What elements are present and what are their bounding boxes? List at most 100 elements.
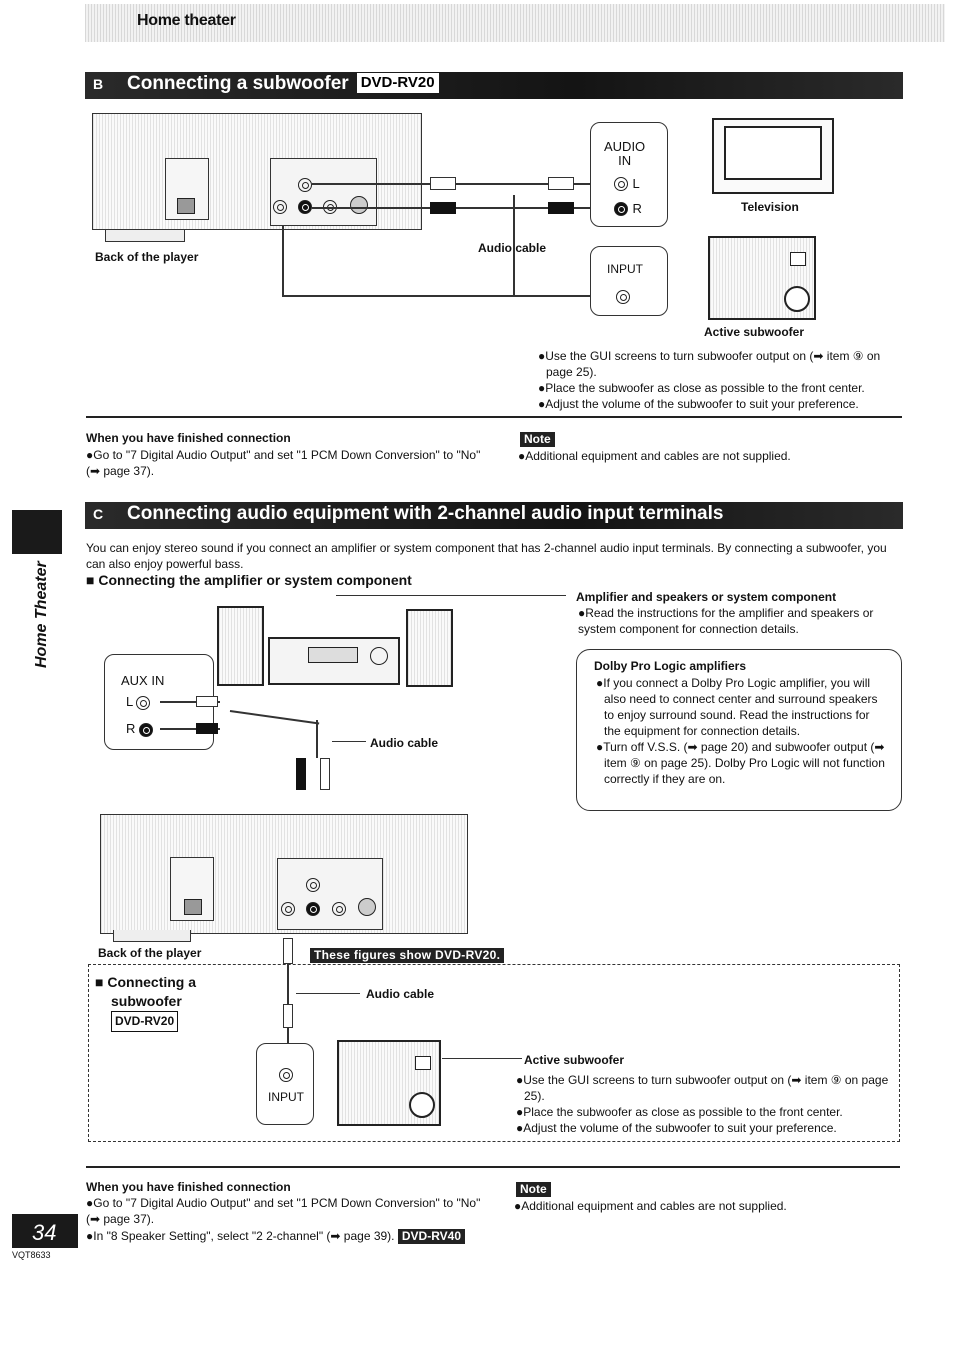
subwoofer-dashed-box [88, 964, 900, 1142]
aux-in-label: AUX IN [121, 673, 165, 688]
dolby-heading: Dolby Pro Logic amplifiers [594, 659, 747, 673]
aux-l-row: L [126, 694, 151, 710]
dolby-bullet-2: ●Turn off V.S.S. (➡ page 20) and subwoof… [596, 740, 885, 786]
c-sub-input-box [256, 1043, 314, 1125]
c-sub-bullet-3: ●Adjust the volume of the subwoofer to s… [516, 1121, 837, 1135]
b-finished-heading: When you have finished connection [86, 431, 291, 445]
tv-r-jack-icon [614, 201, 628, 216]
c-cable2-label: Audio cable [366, 987, 435, 1001]
b-bullet-1: ●Use the GUI screens to turn subwoofer o… [538, 349, 881, 379]
aux-r-label: R [126, 721, 136, 736]
dolby-box [576, 649, 902, 811]
b-sub-cable-h [282, 295, 612, 297]
c-audio-out-panel [277, 858, 383, 930]
c-finished-tag: DVD-RV40 [397, 1229, 465, 1244]
tv-l-jack-icon [614, 176, 628, 191]
c-sub2-heading-a: Connecting a [107, 974, 197, 990]
sub-input-label: INPUT [607, 262, 643, 276]
figures-note: These figures show DVD-RV20. [310, 948, 505, 963]
c-cable-label: Audio cable [370, 736, 439, 750]
c-player-label: Back of the player [98, 946, 202, 960]
aux-l-label: L [126, 694, 133, 709]
c-cable2-leader [296, 993, 360, 994]
page-header-title: Home theater [137, 12, 236, 29]
audio-out-panel [270, 158, 377, 226]
b-divider [86, 416, 902, 418]
left-speaker-icon [217, 606, 264, 686]
b-plug-l2-icon [548, 177, 574, 190]
tv-label: Television [741, 200, 799, 214]
section-c-bar: C Connecting audio equipment with 2-chan… [85, 502, 903, 529]
c-cable-r [160, 728, 220, 730]
aux-r-row: R [126, 721, 154, 737]
c-sub-cable-v1 [287, 964, 289, 1004]
aux-r-jack-icon [139, 722, 154, 737]
c-cable-leader [332, 741, 366, 742]
b-bullet-list: ●Use the GUI screens to turn subwoofer o… [538, 348, 908, 412]
c-note-text: ●Additional equipment and cables are not… [514, 1199, 787, 1213]
c-amp-text: ●Read the instructions for the amplifier… [578, 606, 874, 636]
c-sub-heading-wrap: ■ Connecting the amplifier or system com… [86, 572, 412, 588]
b-cable-label: Audio cable [478, 241, 547, 255]
tv-l-label: L [632, 176, 640, 191]
c-sub-bullet-1: ●Use the GUI screens to turn subwoofer o… [516, 1073, 889, 1103]
c-intro: You can enjoy stereo sound if you connec… [86, 541, 887, 571]
aux-l-jack-icon [136, 695, 151, 710]
c-sub-heading: Connecting the amplifier or system compo… [98, 572, 412, 588]
c-divider [86, 1166, 900, 1168]
b-bullet-2: ●Place the subwoofer as close as possibl… [538, 381, 865, 395]
side-tab-block [12, 510, 62, 554]
c-optical-port-icon [184, 899, 202, 915]
c-cable-down [316, 720, 318, 758]
c-player-foot [113, 930, 191, 942]
section-c-title: Connecting audio equipment with 2-channe… [127, 503, 724, 524]
c-sub-bullets: ●Use the GUI screens to turn subwoofer o… [516, 1072, 892, 1136]
c-video-jack-icon [281, 901, 295, 916]
side-tab-text-svg: Home Theater [33, 561, 50, 668]
c-sub-plug-top-icon [283, 938, 293, 964]
doc-code: VQT8633 [12, 1250, 51, 1260]
c-finished-item-1: ●Go to "7 Digital Audio Output" and set … [86, 1196, 481, 1226]
video-jack-icon [273, 199, 287, 214]
b-sub-cable-v [282, 226, 284, 296]
audio-out-r-jack-icon [298, 199, 312, 214]
tv-audio-in-box [590, 122, 668, 227]
b-plug-r-icon [430, 202, 456, 214]
c-s-video-jack-icon [358, 898, 376, 916]
c-cable-l [160, 701, 220, 703]
c-sub-plug-bottom-icon [283, 1004, 293, 1028]
section-b-model-tag: DVD-RV20 [356, 73, 439, 93]
sub-input-jack-icon [616, 289, 630, 304]
b-subwoofer-label: Active subwoofer [704, 325, 805, 339]
b-finished-text: ●Go to "7 Digital Audio Output" and set … [86, 448, 481, 478]
tv-audio-in-label: AUDIO IN [604, 139, 646, 168]
television-icon [712, 118, 834, 194]
b-plug-r2-icon [548, 202, 574, 214]
c-video-out-jack-icon [332, 901, 346, 916]
c-sub2-heading-b: subwoofer [111, 993, 182, 1009]
dolby-bullets: ●If you connect a Dolby Pro Logic amplif… [596, 675, 886, 787]
c-plug-l-icon [196, 696, 218, 707]
c-amp-leader [336, 595, 566, 596]
section-b-letter: B [93, 76, 104, 92]
c-sub-input-label: INPUT [268, 1090, 304, 1104]
c-plug-r-icon [196, 723, 218, 734]
c-plug-down-r-icon [296, 758, 306, 790]
right-speaker-icon [406, 609, 453, 687]
c-finished-item-2-row: ●In "8 Speaker Setting", select "2 2-cha… [86, 1228, 465, 1244]
section-c-letter: C [93, 506, 104, 522]
c-cable-bend [229, 710, 320, 725]
header-band [85, 4, 945, 42]
amplifier-icon [268, 637, 400, 685]
c-sub2-tag: DVD-RV20 [111, 1011, 179, 1032]
c-finished-heading: When you have finished connection [86, 1180, 291, 1194]
b-plug-l-icon [430, 177, 456, 190]
c-amp-heading: Amplifier and speakers or system compone… [576, 590, 837, 604]
c-sub-leader [442, 1058, 522, 1059]
player-foot [105, 230, 185, 242]
b-note-text: ●Additional equipment and cables are not… [518, 449, 791, 463]
c-subwoofer-label: Active subwoofer [524, 1053, 625, 1067]
c-finished-item-2: ●In "8 Speaker Setting", select "2 2-cha… [86, 1229, 395, 1243]
page-number: 34 [12, 1214, 78, 1248]
